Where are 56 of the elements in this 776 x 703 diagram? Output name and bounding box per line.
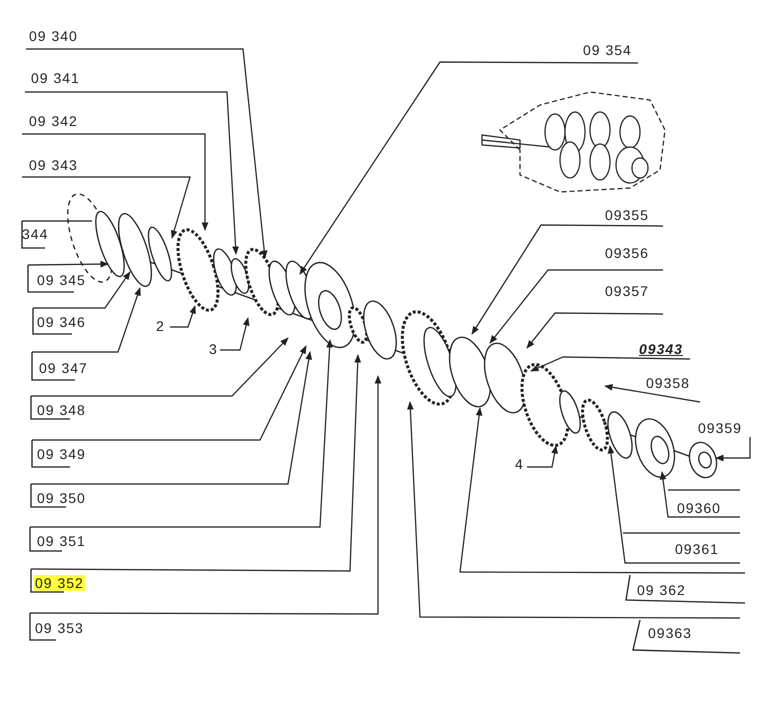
part-number: 09 362 [636, 582, 687, 598]
part-number: 09 350 [36, 490, 87, 506]
leader-line [22, 220, 92, 222]
leader-line [170, 305, 196, 328]
leader-line [489, 269, 663, 344]
part-number: 09 340 [28, 28, 79, 44]
part-number: 09361 [674, 541, 720, 557]
part-number: 09 351 [36, 533, 87, 549]
part-number: 09355 [604, 207, 650, 223]
leader-line [660, 471, 740, 518]
leader-line [407, 401, 740, 619]
callout-number: 4 [514, 456, 525, 472]
callout-number: 2 [155, 318, 166, 334]
leader-line [22, 176, 191, 239]
leader-line [459, 407, 745, 574]
part-number: 09363 [647, 625, 693, 641]
part-number: 09357 [604, 283, 650, 299]
leader-line [608, 445, 740, 564]
leader-line [32, 287, 141, 353]
leader-line [472, 224, 663, 335]
leader-line [604, 384, 700, 403]
leader-line [300, 61, 638, 275]
leader-line [30, 375, 382, 615]
part-number: 09 354 [582, 42, 633, 58]
part-number: 09360 [676, 500, 722, 516]
leader-line [25, 91, 239, 255]
leader-line [32, 345, 307, 441]
leader-line [526, 312, 663, 349]
part-number: 09 346 [36, 314, 87, 330]
leader-line [527, 445, 558, 468]
leader-line [26, 48, 268, 259]
leader-line [31, 354, 362, 572]
part-number: 09 342 [28, 113, 79, 129]
callout-number: 3 [208, 341, 219, 357]
part-number: 09 341 [30, 70, 81, 86]
part-number: 09 352 [34, 575, 85, 591]
leader-line [22, 133, 208, 231]
part-number: 09358 [645, 375, 691, 391]
leader-line [33, 271, 130, 309]
part-number: 09 347 [38, 360, 89, 376]
leader-line [715, 437, 751, 462]
part-number: 09 349 [36, 446, 87, 462]
leader-line [530, 356, 690, 372]
leader-line [220, 317, 250, 351]
leader-line [28, 260, 109, 268]
part-number: 09 353 [34, 620, 85, 636]
leader-line [31, 351, 312, 485]
part-number: 09356 [604, 245, 650, 261]
part-number: 09 348 [36, 402, 87, 418]
leader-line [31, 337, 289, 397]
part-number: 09343 [638, 341, 684, 357]
part-number: 344 [21, 226, 50, 242]
leader-line [30, 339, 333, 528]
part-number: 09359 [697, 420, 743, 436]
part-number: 09 345 [36, 272, 87, 288]
part-number: 09 343 [28, 157, 79, 173]
